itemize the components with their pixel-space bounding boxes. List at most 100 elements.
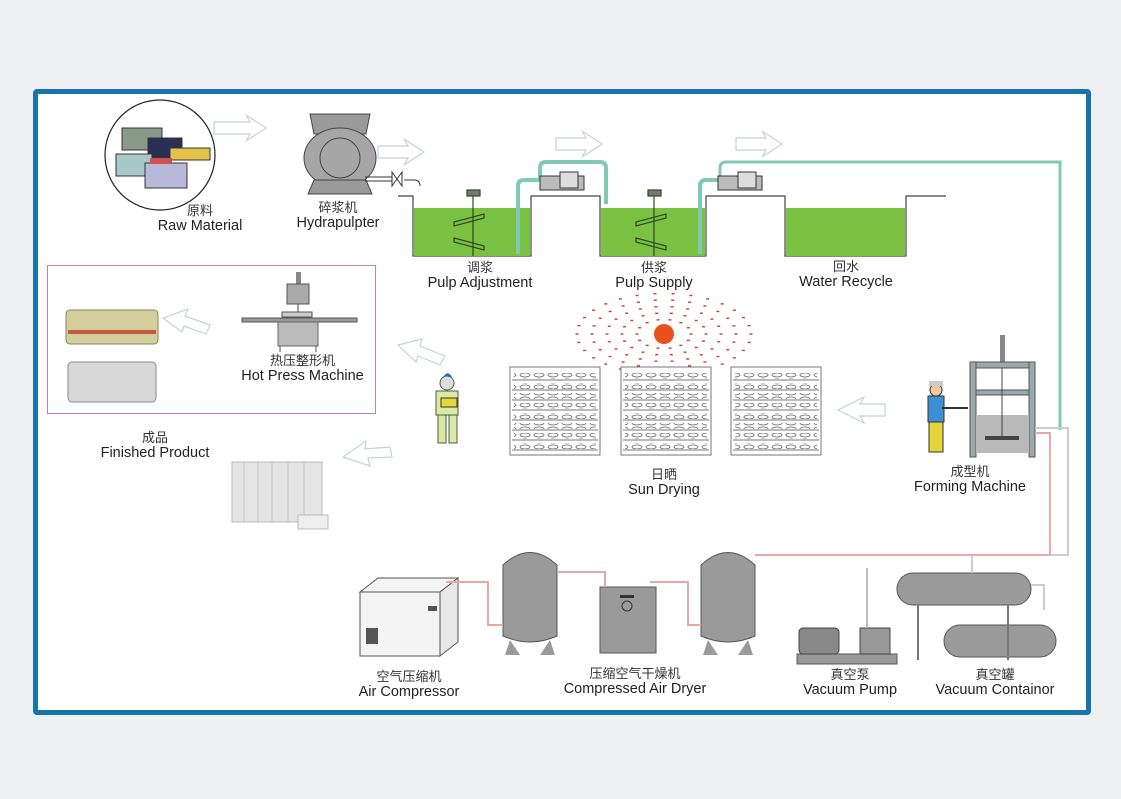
sun-ray — [635, 294, 639, 297]
pulp-supply-tank — [601, 208, 705, 256]
sun-ray — [704, 333, 708, 335]
sun-ray — [671, 293, 675, 295]
arrow-right-icon — [555, 130, 604, 158]
sun-ray — [686, 358, 690, 360]
sun-ray — [583, 349, 587, 352]
hot-press-stage-highlight — [47, 265, 376, 414]
sun-ray — [686, 327, 690, 329]
sun-ray — [605, 333, 609, 335]
label-finished-product: 成品 Finished Product — [100, 431, 210, 462]
hot-press-icon — [241, 272, 358, 352]
sun-ray — [621, 305, 625, 307]
arrow-right-icon — [377, 138, 426, 166]
sun-ray — [716, 310, 720, 313]
sun-ray — [688, 365, 692, 367]
sun-ray — [638, 358, 642, 360]
sun-ray — [694, 346, 698, 349]
sun-ray — [749, 333, 753, 335]
sun-ray — [720, 363, 724, 365]
sun-ray — [654, 360, 658, 362]
forming-machine-icon — [760, 335, 1069, 556]
sun-ray — [607, 341, 611, 343]
sun-ray — [747, 341, 751, 344]
sun-ray — [635, 333, 639, 335]
sun-ray — [653, 299, 657, 301]
sun-ray — [608, 310, 612, 313]
sun-ray — [598, 317, 602, 319]
sun-ray — [694, 319, 698, 322]
sun-ray — [686, 339, 690, 341]
sun-ray — [699, 354, 703, 356]
sun-ray — [732, 341, 736, 343]
sun-ray — [717, 341, 721, 343]
vacuum-tank-icon — [896, 572, 1057, 660]
sun-ray — [625, 312, 629, 314]
sun-ray — [720, 303, 724, 305]
sun-icon — [575, 293, 753, 375]
sun-ray — [645, 321, 649, 324]
sun-ray — [604, 303, 608, 305]
sun-ray — [655, 312, 659, 315]
pulp-tanks — [398, 160, 1062, 430]
sun-ray — [625, 354, 629, 356]
sun-ray — [592, 357, 596, 359]
sun-ray — [614, 318, 618, 320]
pulp-adjustment-tank — [414, 208, 530, 256]
sun-ray — [638, 339, 642, 341]
sun-ray — [608, 355, 612, 358]
hydrapulpter-icon — [303, 113, 421, 195]
sun-ray — [636, 365, 640, 367]
arrow-right-icon — [735, 130, 784, 158]
sun-ray — [710, 348, 714, 350]
arrow-right-icon — [213, 114, 268, 142]
sun-ray — [668, 319, 672, 321]
sun-ray — [701, 340, 705, 342]
sun-ray — [706, 298, 709, 300]
sun-ray — [592, 341, 596, 343]
sun-ray — [689, 294, 693, 297]
label-hot-press: 热压整形机 Hot Press Machine — [241, 354, 364, 385]
sun-ray — [686, 308, 690, 310]
egg-tray-stack-icon — [231, 461, 329, 530]
sun-ray — [689, 333, 693, 335]
sun-ray — [726, 349, 730, 351]
label-forming-machine: 成型机 Forming Machine — [913, 465, 1026, 496]
sun-ray — [638, 327, 642, 329]
sun-ray — [654, 306, 658, 308]
sun-ray — [669, 312, 673, 315]
label-raw-material: 原料 Raw Material — [157, 204, 243, 235]
arrow-left-icon — [396, 338, 446, 366]
sun-ray — [656, 347, 660, 349]
label-air-dryer: 压缩空气干燥机 Compressed Air Dryer — [563, 667, 707, 698]
sun-disc — [654, 324, 674, 344]
sun-ray — [636, 301, 640, 303]
egg-trays-icon — [65, 309, 159, 403]
air-compressor-icon — [358, 576, 460, 658]
sun-ray — [604, 363, 608, 365]
sun-ray — [726, 317, 730, 319]
sun-ray — [717, 325, 721, 327]
drying-rack-icon — [509, 366, 601, 456]
sun-ray — [592, 309, 596, 311]
sun-ray — [656, 319, 660, 321]
sun-ray — [669, 353, 673, 356]
label-hydrapulpter: 碎浆机 Hydrapulpter — [296, 201, 380, 232]
sun-ray — [630, 319, 634, 322]
sun-ray — [614, 348, 618, 350]
sun-ray — [741, 349, 745, 352]
sun-ray — [688, 301, 692, 303]
sun-ray — [577, 341, 581, 344]
vacuum-pump-icon — [796, 568, 898, 665]
sun-ray — [590, 333, 594, 335]
sun-ray — [619, 298, 622, 300]
sun-ray — [623, 340, 627, 342]
sun-ray — [734, 333, 738, 335]
sun-ray — [641, 315, 645, 317]
sun-ray — [583, 316, 587, 319]
air-receiver-tank-icon — [700, 552, 756, 655]
label-pulp-supply: 供浆 Pulp Supply — [615, 261, 693, 292]
sun-ray — [732, 325, 736, 327]
sun-ray — [592, 325, 596, 327]
flow-arrows — [161, 114, 886, 467]
